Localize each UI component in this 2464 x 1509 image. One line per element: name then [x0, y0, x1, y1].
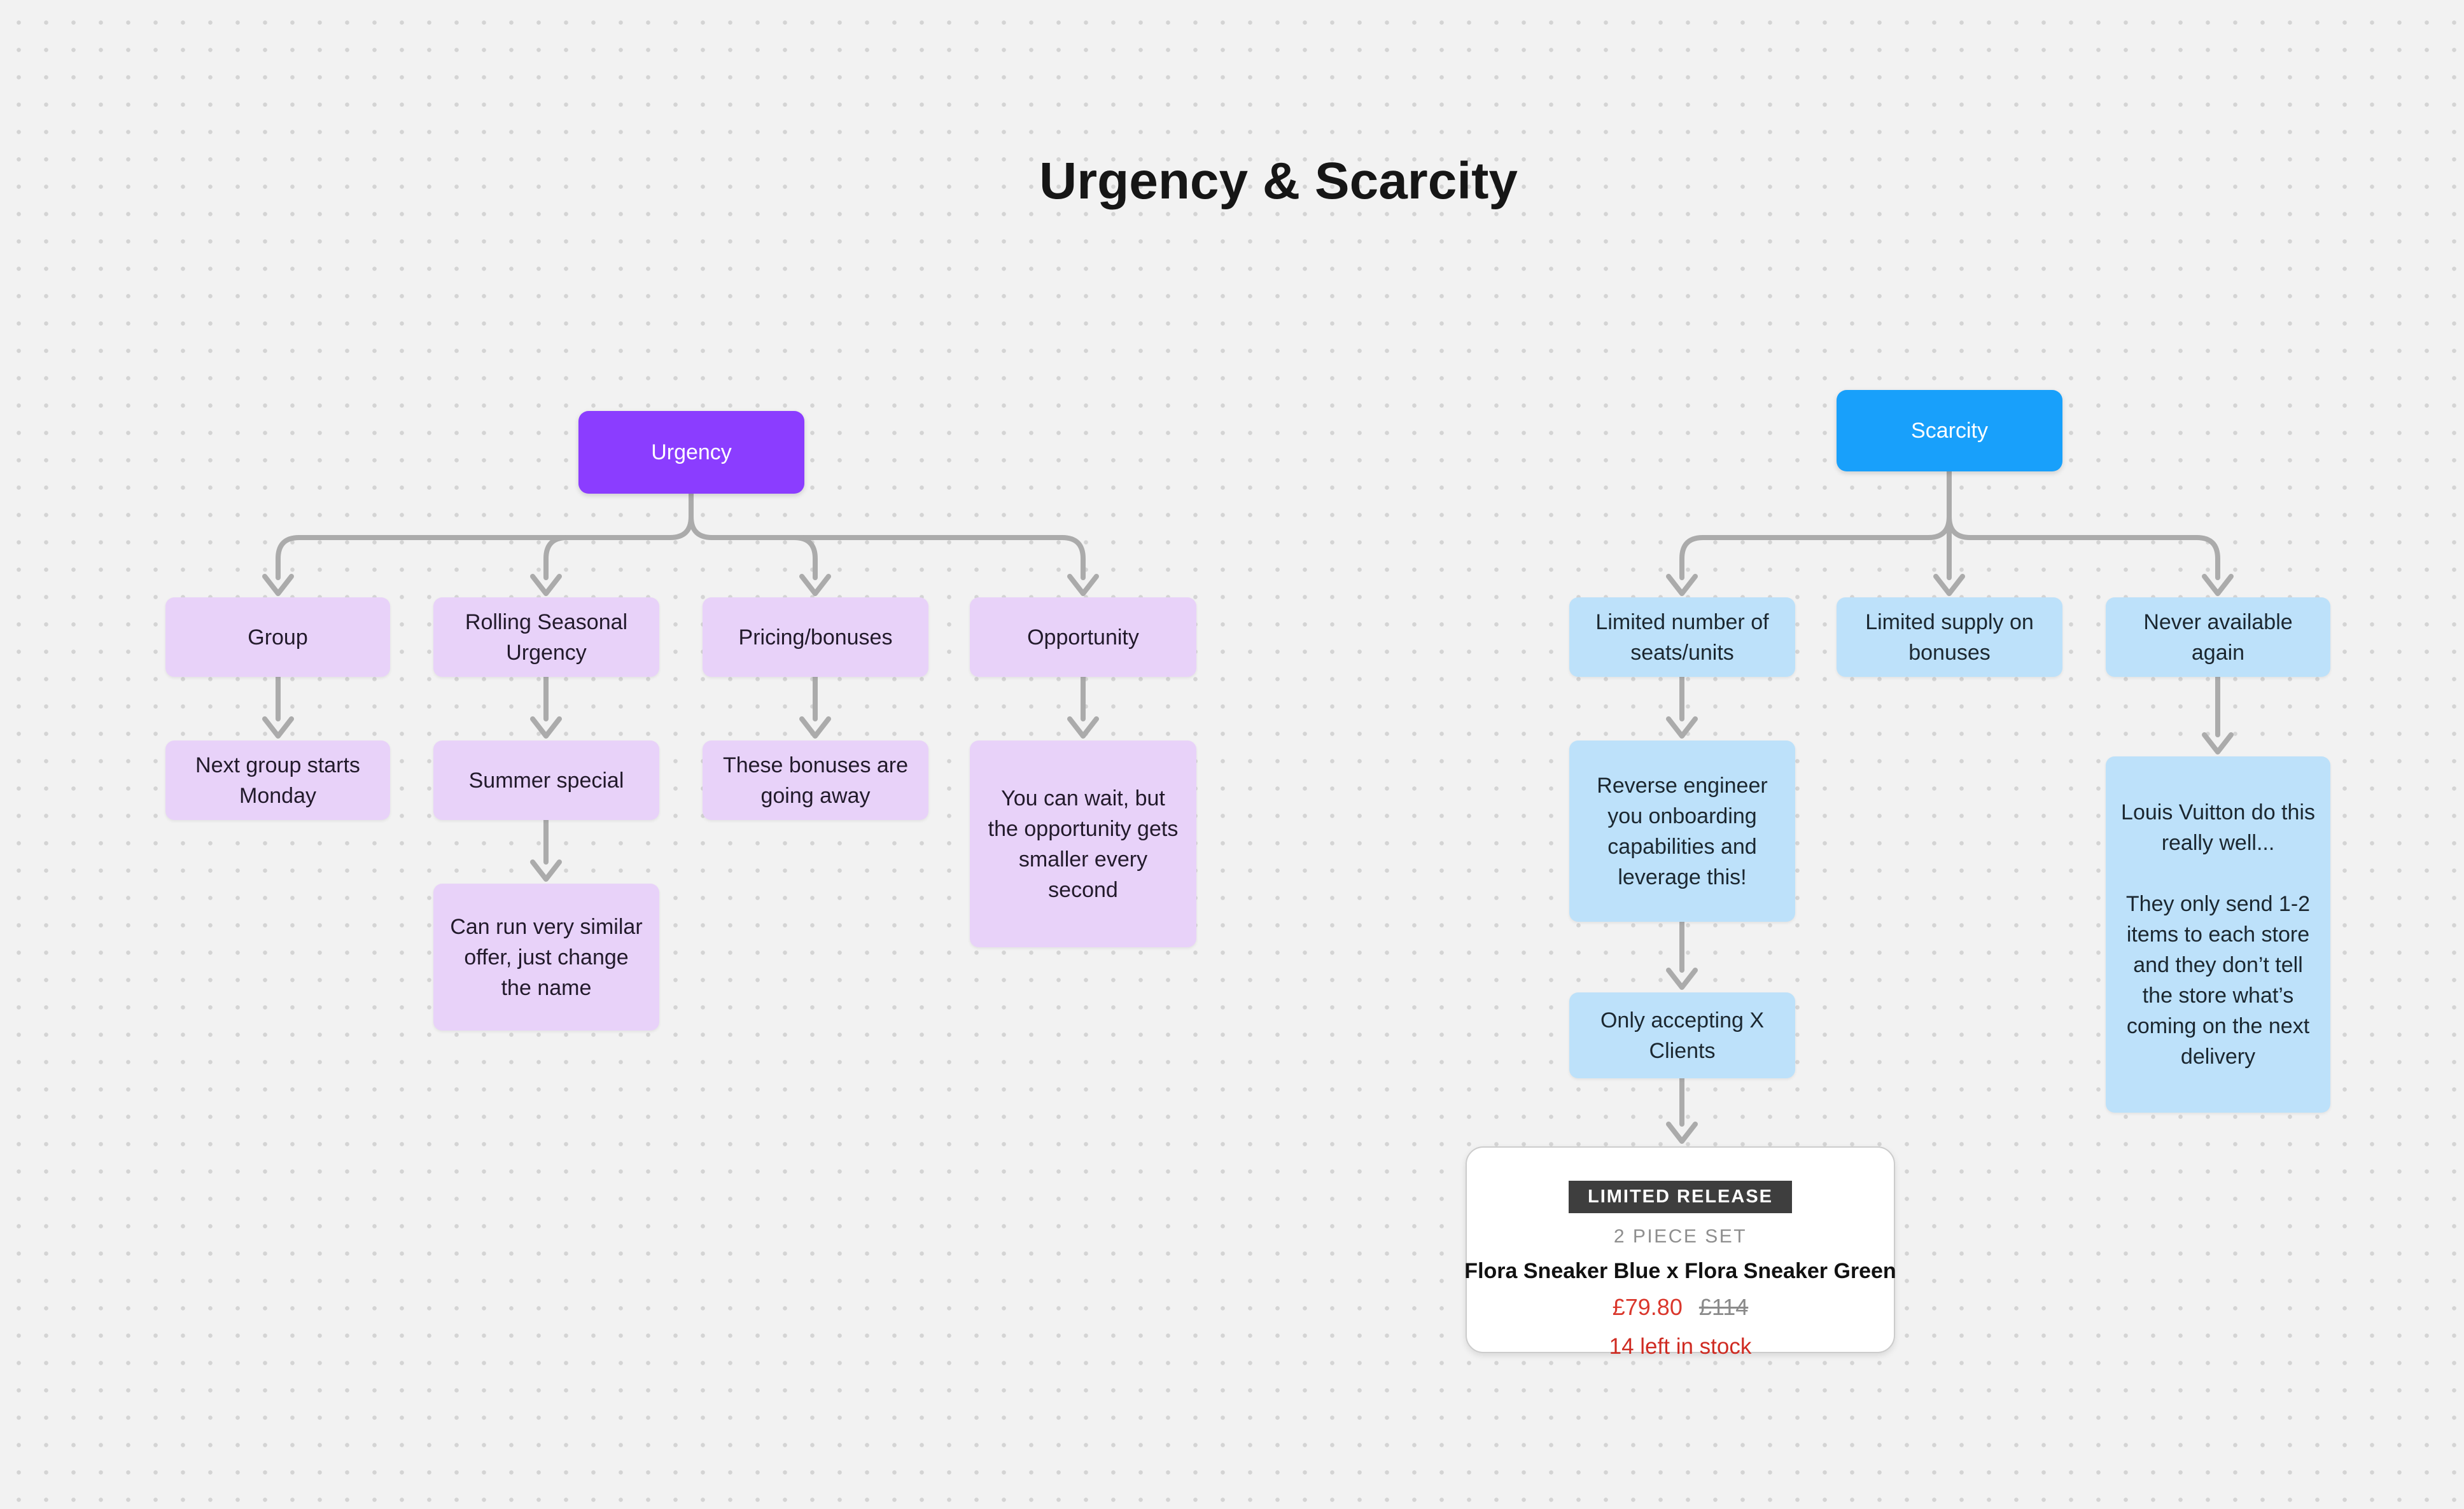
price-row: £79.80 £114 — [1613, 1296, 1749, 1319]
node-urgency-root[interactable]: Urgency — [578, 411, 804, 494]
page-title: Urgency & Scarcity — [1039, 152, 1518, 210]
limited-release-badge: LIMITED RELEASE — [1568, 1181, 1792, 1213]
node-louis-vuitton-example[interactable]: Louis Vuitton do this really well... The… — [2106, 756, 2330, 1113]
stock-warning: 14 left in stock — [1609, 1334, 1752, 1359]
product-name: Flora Sneaker Blue x Flora Sneaker Green — [1464, 1259, 1896, 1283]
node-opportunity[interactable]: Opportunity — [970, 597, 1196, 677]
node-reverse-engineer-onboarding[interactable]: Reverse engineer you onboarding capabili… — [1569, 741, 1795, 922]
product-subtitle: 2 PIECE SET — [1613, 1226, 1747, 1247]
node-only-accepting-x-clients[interactable]: Only accepting X Clients — [1569, 992, 1795, 1078]
node-limited-seats-units[interactable]: Limited number of seats/units — [1569, 597, 1795, 677]
price-current: £79.80 — [1612, 1294, 1683, 1320]
product-card[interactable]: LIMITED RELEASE 2 PIECE SET Flora Sneake… — [1464, 1146, 1896, 1358]
connector-urgency-right-inner — [739, 535, 818, 580]
node-bonuses-going-away[interactable]: These bonuses are going away — [703, 741, 928, 820]
connector-scarcity-left — [1679, 469, 1952, 580]
louis-vuitton-paragraph-2: They only send 1-2 items to each store a… — [2125, 892, 2311, 1069]
node-limited-supply-bonuses[interactable]: Limited supply on bonuses — [1837, 597, 2062, 677]
connector-urgency-left-inner — [543, 535, 645, 580]
node-you-can-wait[interactable]: You can wait, but the opportunity gets s… — [970, 741, 1196, 947]
price-original: £114 — [1698, 1294, 1749, 1320]
node-rolling-seasonal-urgency[interactable]: Rolling Seasonal Urgency — [433, 597, 659, 677]
connector-urgency-left-outer — [276, 491, 694, 580]
connector-urgency-right-outer — [689, 491, 1086, 580]
node-pricing-bonuses[interactable]: Pricing/bonuses — [703, 597, 928, 677]
louis-vuitton-paragraph-1: Louis Vuitton do this really well... — [2121, 800, 2315, 855]
connector-scarcity-right — [1947, 469, 2220, 580]
node-can-run-similar-offer[interactable]: Can run very similar offer, just change … — [433, 884, 659, 1031]
node-never-available-again[interactable]: Never available again — [2106, 597, 2330, 677]
node-group[interactable]: Group — [165, 597, 390, 677]
node-summer-special[interactable]: Summer special — [433, 741, 659, 820]
node-scarcity-root[interactable]: Scarcity — [1837, 390, 2062, 471]
node-next-group-starts-monday[interactable]: Next group starts Monday — [165, 741, 390, 820]
